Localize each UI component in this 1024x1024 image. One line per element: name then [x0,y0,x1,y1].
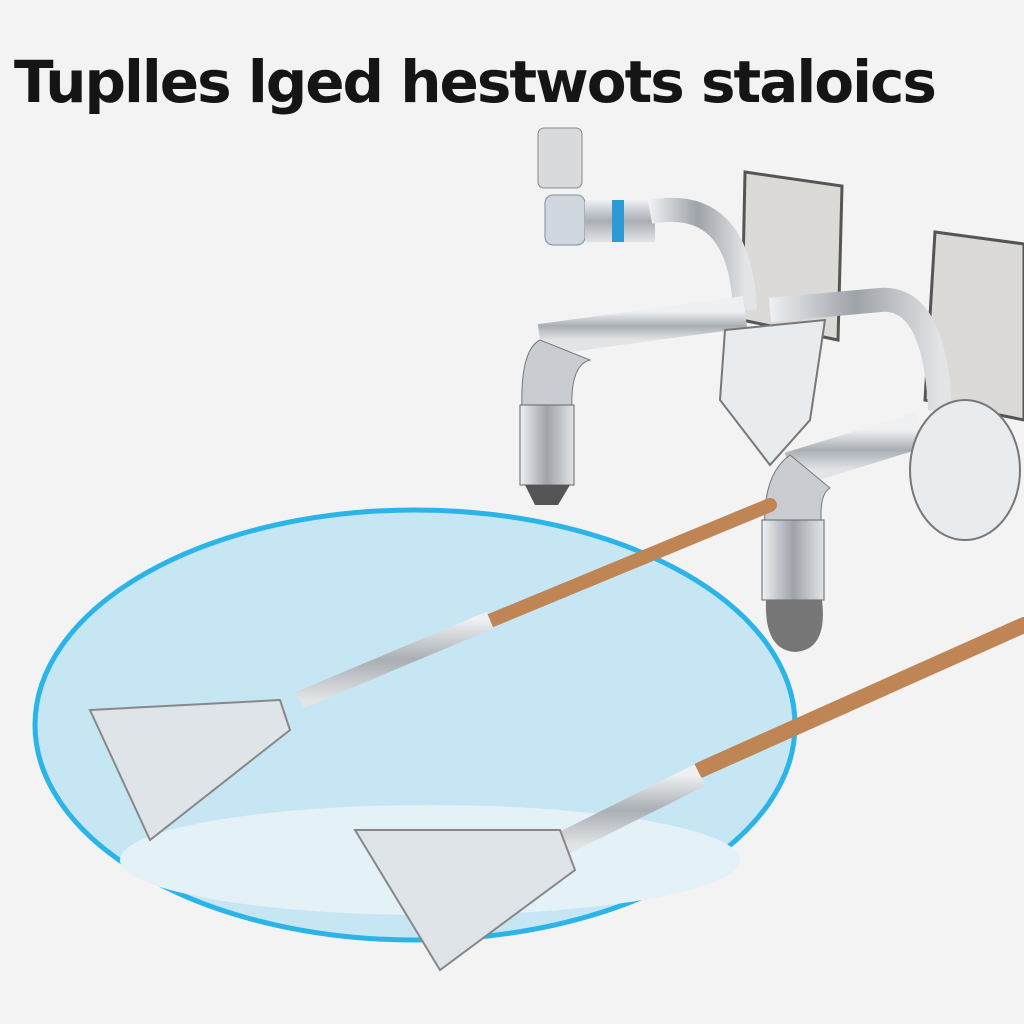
image-caption: Tuplles lged hestwots staloics [14,48,937,116]
faucet [519,127,827,505]
faucet [761,287,1021,652]
mop [353,617,1024,972]
mop [88,498,777,842]
